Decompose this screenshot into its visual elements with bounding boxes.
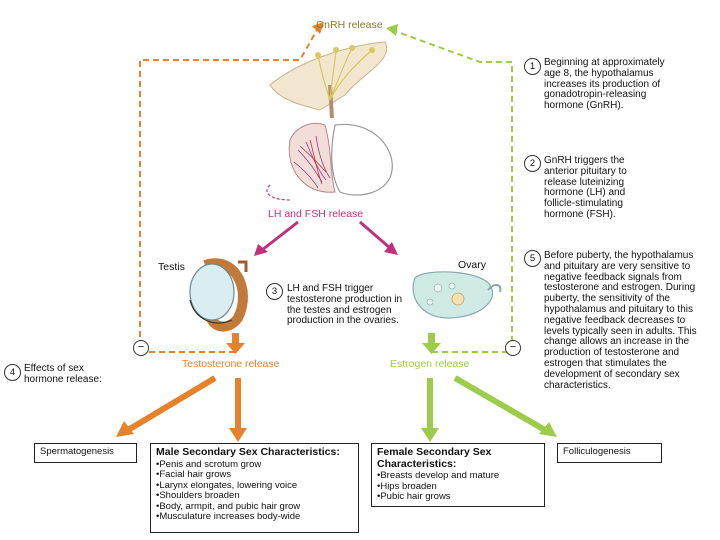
negative-feedback-male: −	[133, 340, 149, 356]
lh-fsh-release-label: LH and FSH release	[268, 208, 364, 220]
male-characteristics-list: Penis and scrotum grow Facial hair grows…	[156, 459, 353, 524]
ovary-illustration	[412, 271, 502, 319]
step-1-text: Beginning at approximately age 8, the hy…	[544, 57, 665, 112]
male-characteristic-item: Shoulders broaden	[156, 491, 353, 502]
female-characteristics-box: Female Secondary Sex Characteristics: Br…	[371, 443, 545, 507]
lh-fsh-arrows	[254, 220, 398, 256]
testis-illustration	[189, 258, 248, 332]
folliculogenesis-box: Folliculogenesis	[557, 443, 662, 463]
step-2-text: GnRH triggers the anterior pituitary to …	[544, 155, 627, 220]
spermatogenesis-box: Spermatogenesis	[34, 443, 137, 463]
female-characteristic-item: Breasts develop and mature	[377, 470, 539, 482]
step-3-text: LH and FSH trigger testosterone producti…	[287, 283, 403, 327]
folliculogenesis-label: Folliculogenesis	[563, 446, 631, 457]
male-characteristic-item: Facial hair grows	[156, 469, 353, 481]
testis-label: Testis	[158, 261, 185, 273]
step-1-number: 1	[524, 58, 541, 75]
male-characteristic-item: Larynx elongates, lowering voice	[156, 480, 353, 492]
effect-arrows	[116, 375, 557, 442]
male-characteristic-item: Penis and scrotum grow	[156, 459, 353, 471]
step-4-text: Effects of sex hormone release:	[24, 363, 102, 385]
negative-feedback-female: −	[505, 340, 521, 356]
estrogen-release-label: Estrogen release	[390, 358, 470, 370]
step-5-number: 5	[524, 250, 541, 267]
male-characteristic-item: Musculature increases body-wide	[156, 512, 353, 523]
feedback-loop-male	[139, 22, 324, 353]
step-2-number: 2	[524, 155, 541, 172]
female-characteristics-title: Female Secondary Sex Characteristics:	[377, 446, 492, 470]
hypothalamus-pituitary-illustration	[266, 41, 393, 201]
feedback-loop-female	[386, 24, 513, 353]
spermatogenesis-label: Spermatogenesis	[40, 446, 114, 457]
step-3-number: 3	[266, 283, 283, 300]
male-characteristic-item: Body, armpit, and pubic hair grow	[156, 501, 353, 513]
ovary-label: Ovary	[458, 259, 487, 271]
gnrh-release-label: GnRH release	[316, 19, 383, 31]
female-characteristic-item: Pubic hair grows	[377, 492, 539, 503]
testosterone-down-arrow	[226, 333, 245, 354]
male-characteristics-box: Male Secondary Sex Characteristics: Peni…	[150, 443, 359, 533]
step-5-text: Before puberty, the hypothalamus and pit…	[544, 250, 697, 391]
estrogen-down-arrow	[422, 333, 441, 354]
female-characteristic-item: Hips broaden	[377, 481, 539, 493]
male-characteristics-title: Male Secondary Sex Characteristics:	[156, 446, 340, 458]
step-4-number: 4	[4, 364, 21, 381]
female-characteristics-list: Breasts develop and mature Hips broaden …	[377, 470, 539, 503]
testosterone-release-label: Testosterone release	[182, 358, 280, 370]
